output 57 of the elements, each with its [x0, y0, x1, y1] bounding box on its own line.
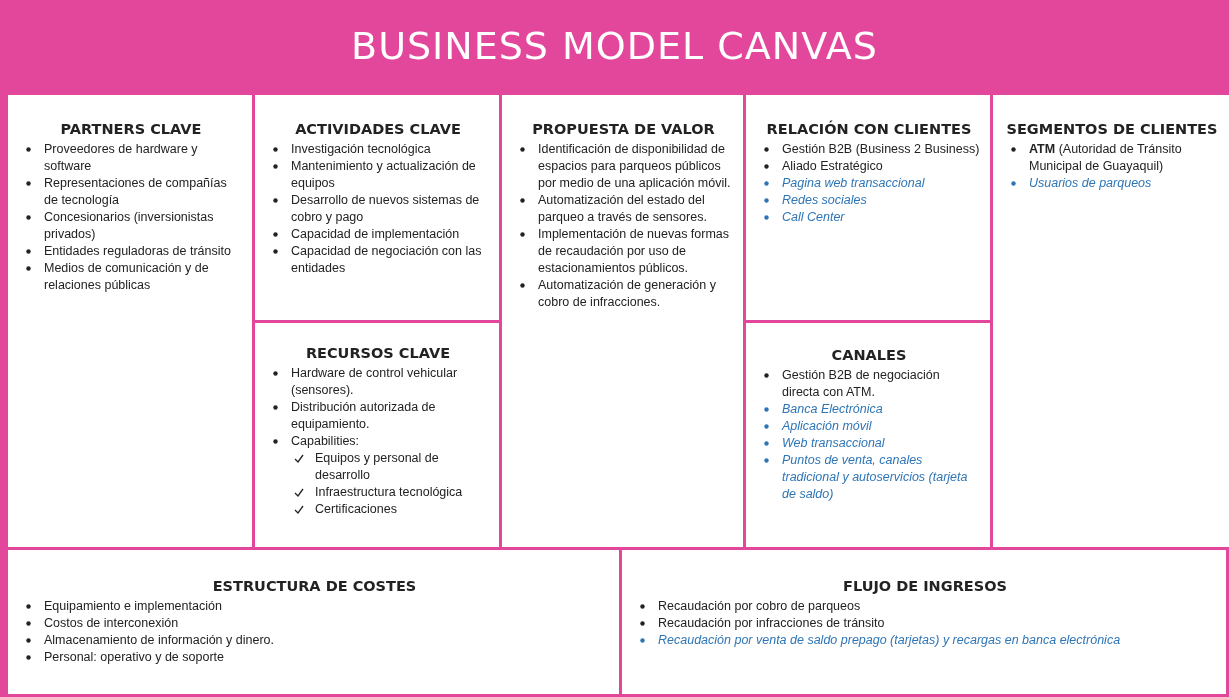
section-heading: ACTIVIDADES CLAVE: [294, 121, 462, 137]
section-heading: ESTRUCTURA DE COSTES: [211, 578, 418, 594]
canvas-block: [8, 95, 255, 550]
canvas-block: [746, 95, 993, 323]
canvas-block: [255, 95, 502, 323]
list-item-text: Medios de comunicación y de relaciones públicas: [44, 261, 209, 292]
section-heading: RELACIÓN CON CLIENTES: [765, 121, 973, 137]
list-item-text: Proveedores de hardware y software: [44, 142, 198, 173]
list-item-text: Infraestructura tecnológica: [315, 485, 463, 499]
list-item-text: Recaudación por cobro de parqueos: [658, 599, 861, 613]
list-item-text: Representaciones de compañías de tecnología: [44, 176, 227, 207]
list-item-text: Banca Electrónica: [782, 402, 883, 416]
section-heading: FLUJO DE INGRESOS: [842, 578, 1008, 594]
list-item-text: Capacidad de implementación: [291, 227, 460, 241]
list-item-text: Recaudación por venta de saldo prepago (tarjetas) y recargas en banca electrónica: [658, 633, 1121, 647]
list-item-text: Certificaciones: [315, 502, 397, 516]
list-item-text: Mantenimiento y actualización de equipos: [291, 159, 476, 190]
list-item-text: Implementación de nuevas formas de recaudación por uso de estacionamientos públicos.: [538, 227, 730, 275]
list-item-text: Investigación tecnológica: [291, 142, 431, 156]
list-item-text: Gestión B2B (Business 2 Business): [782, 142, 980, 156]
list-item-text: Pagina web transaccional: [782, 176, 925, 190]
canvas-block: [622, 550, 1229, 697]
canvas-block: [255, 323, 502, 550]
list-item-text: Gestión B2B de negociación directa con ATM.: [782, 368, 940, 399]
list-item-text: Equipamiento e implementación: [44, 599, 222, 613]
list-item-text: Distribución autorizada de equipamiento.: [291, 400, 436, 431]
list-item-text: Puntos de venta, canales tradicional y autoservicios (tarjeta de saldo): [782, 453, 968, 501]
canvas-block: [8, 550, 622, 697]
list-item-text: Web transaccional: [782, 436, 885, 450]
list-item-text: Automatización de generación y cobro de infracciones.: [538, 278, 716, 309]
section-heading: CANALES: [830, 347, 908, 363]
list-item-text: Recaudación por infracciones de tránsito: [658, 616, 885, 630]
section-heading: PROPUESTA DE VALOR: [531, 121, 716, 137]
list-item-text: Redes sociales: [782, 193, 867, 207]
section-heading: SEGMENTOS DE CLIENTES: [1005, 121, 1219, 137]
list-item-text: Desarrollo de nuevos sistemas de cobro y pago: [291, 193, 480, 224]
list-item-text: Identificación de disponibilidad de espacios para parqueos públicos por medio de una aplicación móvil.: [538, 142, 731, 190]
list-item-text: ATM (Autoridad de Tránsito Municipal de Guayaquil): [1029, 142, 1182, 173]
list-item-text: Aliado Estratégico: [782, 159, 883, 173]
section-heading: PARTNERS CLAVE: [59, 121, 203, 137]
list-item-text: Automatización del estado del parqueo a través de sensores.: [538, 193, 707, 224]
list-item-text: Aplicación móvil: [782, 419, 872, 433]
list-item-text: Personal: operativo y de soporte: [44, 650, 224, 664]
list-item-text: Call Center: [782, 210, 845, 224]
canvas-block: [746, 323, 993, 550]
list-item-text: Concesionarios (inversionistas privados): [44, 210, 214, 241]
list-item-text: Costos de interconexión: [44, 616, 179, 630]
list-item-text: Almacenamiento de información y dinero.: [44, 633, 274, 647]
list-item-text: Capabilities:: [291, 434, 360, 448]
canvas-block: [502, 95, 746, 550]
title: BUSINESS MODEL CANVAS: [350, 24, 879, 68]
list-item-text: Equipos y personal de desarrollo: [315, 451, 439, 482]
list-item-text: Entidades reguladoras de tránsito: [44, 244, 231, 258]
list-item-text: Hardware de control vehicular (sensores).: [291, 366, 458, 397]
list-item-text: Capacidad de negociación con las entidades: [291, 244, 482, 275]
list-item-text: Usuarios de parqueos: [1029, 176, 1152, 190]
section-heading: RECURSOS CLAVE: [304, 345, 452, 361]
